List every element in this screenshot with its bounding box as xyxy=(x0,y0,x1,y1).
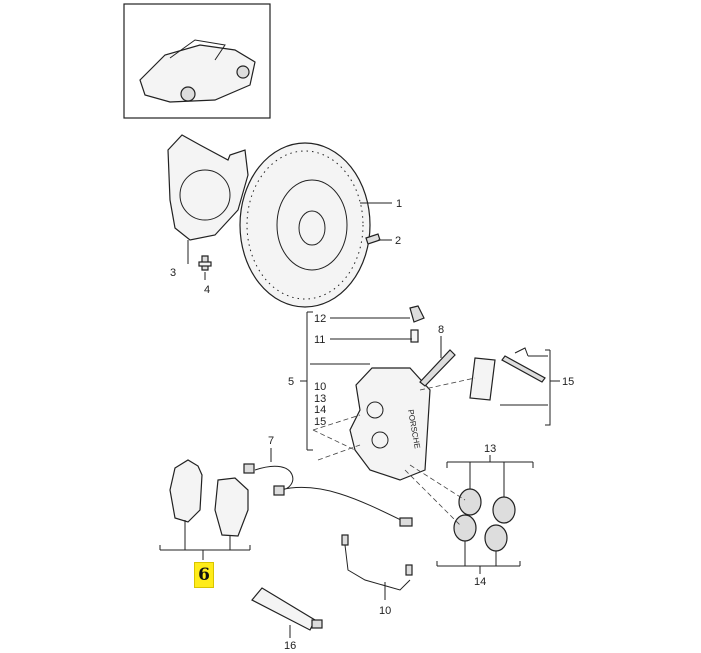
label-caliper-13[interactable]: 13 xyxy=(314,393,326,405)
brake-line[interactable] xyxy=(341,534,413,591)
brake-disc[interactable] xyxy=(239,142,371,308)
label-2[interactable]: 2 xyxy=(395,235,401,247)
splash-shield[interactable] xyxy=(167,134,249,241)
label-16[interactable]: 16 xyxy=(284,640,296,652)
label-8[interactable]: 8 xyxy=(438,324,444,336)
label-10[interactable]: 10 xyxy=(379,605,391,617)
brake-pads[interactable] xyxy=(169,459,249,537)
label-7[interactable]: 7 xyxy=(268,435,274,447)
leader-lines xyxy=(159,202,560,638)
caliper-bolt[interactable] xyxy=(419,349,456,387)
label-caliper-14[interactable]: 14 xyxy=(314,404,326,416)
bleeder-cap[interactable] xyxy=(409,305,425,323)
label-14[interactable]: 14 xyxy=(474,576,486,588)
label-6-highlighted[interactable]: 6 xyxy=(194,562,214,588)
label-13[interactable]: 13 xyxy=(484,443,496,455)
label-11[interactable]: 11 xyxy=(314,334,325,346)
brake-caliper[interactable]: PORSCHE xyxy=(349,367,431,481)
label-12[interactable]: 12 xyxy=(314,313,326,325)
seal-rings[interactable] xyxy=(453,488,516,552)
label-caliper-15[interactable]: 15 xyxy=(314,416,326,428)
label-caliper-10[interactable]: 10 xyxy=(314,381,326,393)
label-3[interactable]: 3 xyxy=(170,267,176,279)
shield-bolt[interactable] xyxy=(198,255,212,271)
bleeder-valve[interactable] xyxy=(410,329,419,343)
grease-tube[interactable] xyxy=(251,587,323,631)
spring-kit[interactable] xyxy=(469,347,546,401)
wear-sensor[interactable] xyxy=(243,463,413,527)
label-15[interactable]: 15 xyxy=(562,376,574,388)
label-5[interactable]: 5 xyxy=(288,376,294,388)
label-1[interactable]: 1 xyxy=(396,198,402,210)
label-4[interactable]: 4 xyxy=(204,284,210,296)
car-thumbnail[interactable] xyxy=(123,3,271,119)
